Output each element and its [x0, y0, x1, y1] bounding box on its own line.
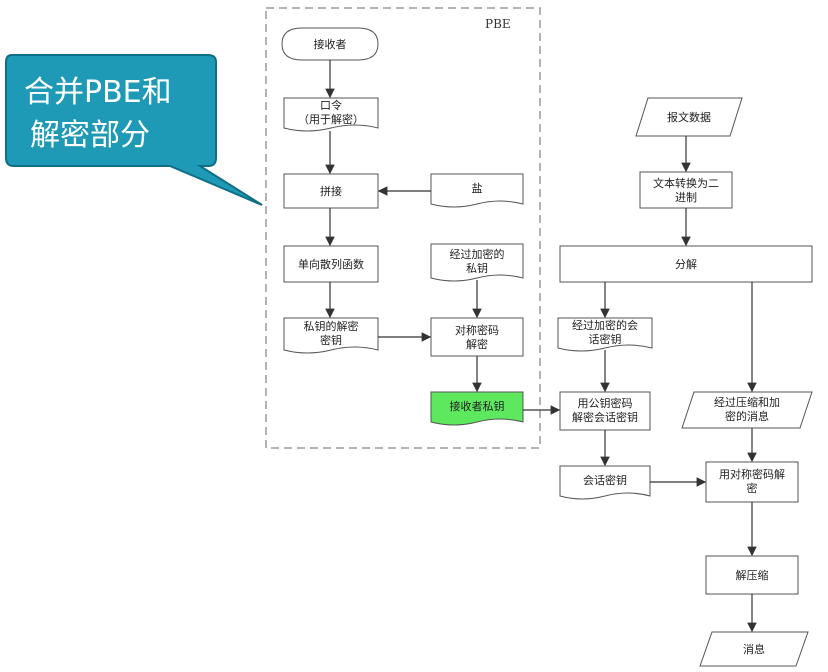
- callout-bubble: [5, 54, 263, 206]
- receiver-node: [281, 27, 379, 61]
- public-key-decrypt-label-2: 解密会话密钥: [572, 410, 638, 424]
- salt-node: [430, 173, 524, 208]
- receiver-private-key-label: 接收者私钥: [450, 399, 505, 413]
- message-label: 消息: [743, 642, 765, 656]
- salt-label: 盐: [472, 182, 483, 195]
- connectors: [325, 60, 757, 633]
- symmetric-decrypt-label-1: 对称密码: [455, 323, 499, 337]
- hash-node: [283, 245, 379, 283]
- report-data-node: [635, 97, 743, 137]
- encrypted-session-key-label-1: 经过加密的会: [572, 318, 638, 332]
- compressed-message-label-1: 经过压缩和加: [714, 396, 780, 409]
- pbe-label: PBE: [485, 17, 511, 31]
- encrypted-key-label-2: 私钥: [466, 261, 488, 275]
- symmetric-decrypt-2-label-2: 密: [747, 481, 758, 495]
- stretch-label: 拼接: [320, 184, 342, 198]
- compressed-message-label-2: 密的消息: [725, 409, 769, 423]
- decryption-key-node: [283, 317, 379, 354]
- symmetric-decrypt-node: [430, 317, 524, 357]
- hash-label: 单向散列函数: [298, 257, 364, 271]
- decompress-node: [705, 555, 799, 595]
- public-key-decrypt-node: [559, 391, 651, 431]
- session-key-node: [559, 465, 651, 500]
- public-key-decrypt-label-1: 用公钥密码: [578, 396, 633, 410]
- message-node: [699, 631, 809, 667]
- receiver-label: 接收者: [314, 37, 347, 51]
- encrypted-session-key-label-2: 话密钥: [589, 332, 622, 346]
- callout-line-2: 解密部分: [30, 118, 150, 153]
- encrypted-session-key-node: [557, 317, 653, 352]
- encrypted-key-label-1: 经过加密的: [450, 247, 505, 261]
- callout-line-1: 合并PBE和: [24, 75, 172, 110]
- decompose-label: 分解: [675, 257, 697, 271]
- password-node: [283, 97, 379, 132]
- compressed-message-node: [681, 391, 813, 429]
- password-label-2: （用于解密）: [298, 112, 364, 126]
- decompose-node: [559, 245, 813, 283]
- decompress-label: 解压缩: [736, 568, 769, 582]
- to-binary-label-2: 进制: [675, 191, 697, 204]
- symmetric-decrypt-2-node: [705, 461, 799, 503]
- encrypted-key-node: [430, 243, 524, 282]
- session-key-label: 会话密钥: [583, 473, 627, 487]
- receiver-private-key-node: [430, 391, 524, 426]
- password-label-1: 口令: [320, 98, 342, 112]
- symmetric-decrypt-2-label-1: 用对称密码解: [719, 467, 785, 481]
- to-binary-label-1: 文本转换为二: [653, 176, 719, 190]
- report-data-label: 报文数据: [667, 110, 711, 124]
- decryption-key-label-1: 私钥的解密: [304, 319, 359, 333]
- decryption-key-label-2: 密钥: [320, 333, 342, 347]
- symmetric-decrypt-label-2: 解密: [466, 337, 488, 351]
- pbe-group-box: [265, 7, 541, 449]
